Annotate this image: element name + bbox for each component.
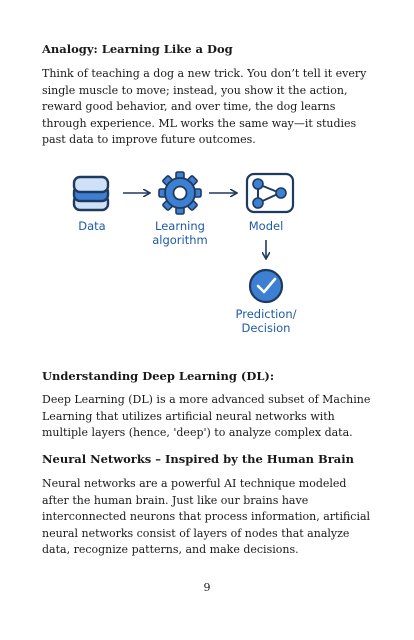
check-circle-icon <box>248 268 284 304</box>
diagram-label-algorithm-line1: Learning <box>155 219 205 233</box>
diagram-label-algorithm-line2: algorithm <box>152 232 208 247</box>
section-heading-neural-networks: Neural Networks – Inspired by the Human … <box>42 452 354 466</box>
diagram-label-data: Data <box>78 219 106 233</box>
network-nodes-icon <box>245 172 295 214</box>
paragraph-neural-networks: Neural networks are a powerful AI techni… <box>42 477 371 556</box>
paragraph-analogy: Think of teaching a dog a new trick. You… <box>42 67 367 146</box>
diagram-label-model: Model <box>248 219 284 233</box>
section-heading-deep-learning: Understanding Deep Learning (DL): <box>42 369 275 383</box>
paragraph-deep-learning: Deep Learning (DL) is a more advanced su… <box>42 393 371 439</box>
diagram-label-prediction-line1: Prediction/ <box>235 307 297 321</box>
page-number: 9 <box>203 581 211 594</box>
gear-icon <box>158 171 202 215</box>
diagram-label-prediction-line2: Decision <box>241 320 291 335</box>
diagram-label-algorithm: Learning algorithm <box>144 219 216 247</box>
data-stack-icon <box>72 175 110 212</box>
diagram-label-prediction: Prediction/ Decision <box>226 307 306 335</box>
section-heading-analogy: Analogy: Learning Like a Dog <box>42 42 233 56</box>
